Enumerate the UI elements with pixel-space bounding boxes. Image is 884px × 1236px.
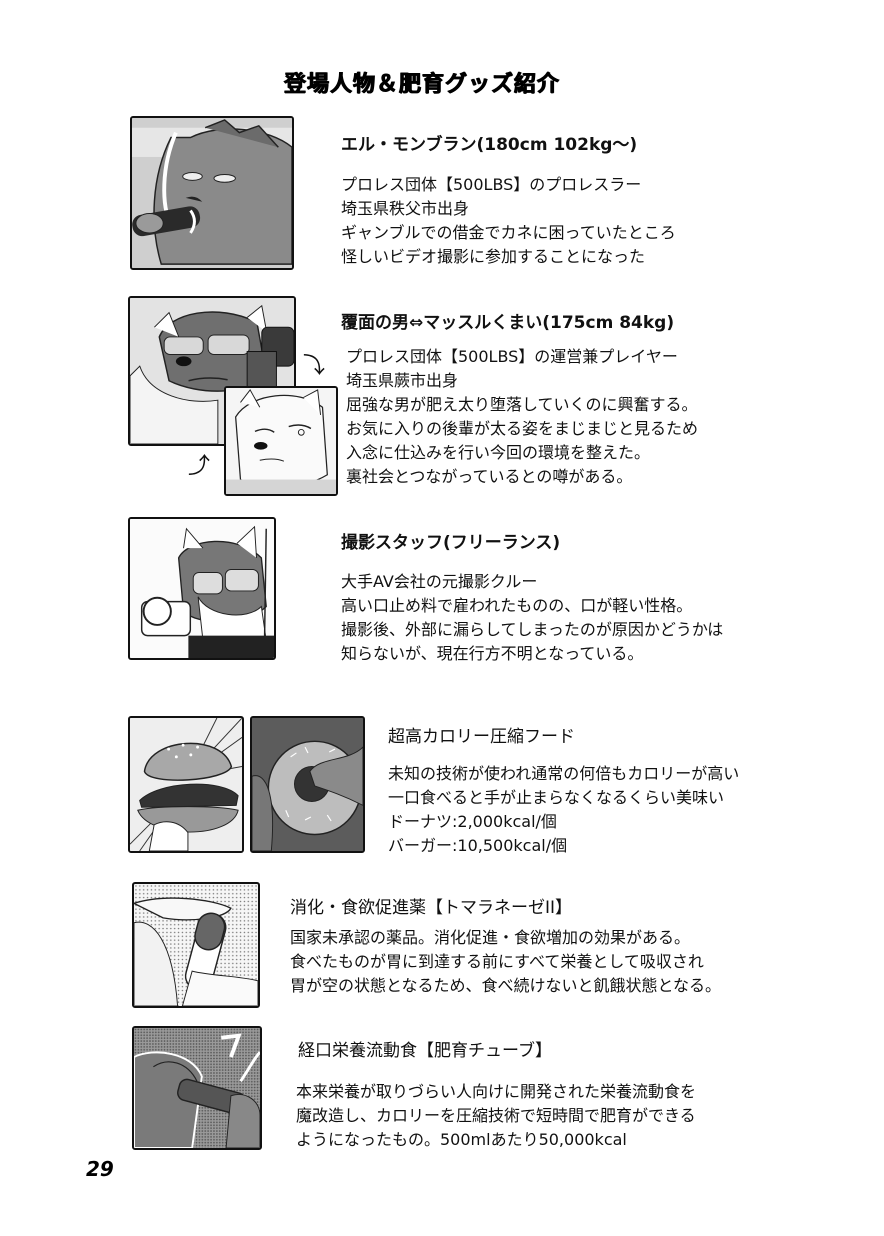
item-description: 国家未承認の薬品。消化促進・食欲増加の効果がある。 食べたものが胃に到達する前に… (290, 926, 721, 998)
capsule-pill-illustration (134, 884, 258, 1006)
description-line: ようになったもの。500mlあたり50,000kcal (296, 1130, 627, 1149)
description-line: 屈強な男が肥え太り堕落していくのに興奮する。 (346, 395, 698, 414)
item-image-donut (250, 716, 365, 853)
arrow-down-icon: ⤵ (303, 354, 326, 379)
item-image-pill (132, 882, 260, 1008)
description-line: 埼玉県蕨市出身 (346, 371, 459, 390)
description-line: 入念に仕込みを行い今回の環境を整えた。 (346, 443, 651, 462)
donut-illustration (252, 718, 363, 851)
description-line: 未知の技術が使われ通常の何倍もカロリーが高い (388, 764, 740, 783)
item-name: 超高カロリー圧縮フード (388, 727, 575, 747)
description-line: 魔改造し、カロリーを圧縮技術で短時間で肥育ができる (296, 1106, 696, 1125)
item-image-feeding-tube (132, 1026, 262, 1150)
description-line: 胃が空の状態となるため、食べ続けないと飢餓状態となる。 (290, 976, 722, 995)
description-line: ギャンブルでの借金でカネに困っていたところ (341, 223, 676, 242)
character-portrait-camera-staff (128, 517, 276, 660)
page-number: 29 (86, 1157, 114, 1181)
character-name: 撮影スタッフ(フリーランス) (341, 533, 561, 553)
burger-illustration (130, 718, 242, 851)
unmasked-wolf-illustration (226, 388, 336, 494)
description-line: 埼玉県秩父市出身 (341, 199, 470, 218)
description-line: 一口食べると手が止まらなくなるくらい美味い (388, 788, 725, 807)
feeding-tube-illustration (134, 1028, 260, 1148)
description-line: 知らないが、現在行方不明となっている。 (341, 644, 644, 663)
description-line: 本来栄養が取りづらい人向けに開発された栄養流動食を (296, 1082, 697, 1101)
description-line: バーガー:10,500kcal/個 (388, 836, 568, 855)
character-portrait-mont-blanc (130, 116, 294, 270)
description-line: 食べたものが胃に到達する前にすべて栄養として吸収され (290, 952, 704, 971)
description-line: 裏社会とつながっているとの噂がある。 (346, 467, 633, 486)
description-line: 撮影後、外部に漏らしてしまったのが原因かどうかは (341, 620, 724, 639)
arrow-up-icon: ⤴ (188, 454, 211, 479)
description-line: 怪しいビデオ撮影に参加することになった (341, 247, 646, 266)
camera-wolf-illustration (130, 519, 274, 658)
description-line: ドーナツ:2,000kcal/個 (388, 812, 557, 831)
description-line: プロレス団体【500LBS】の運営兼プレイヤー (346, 347, 678, 366)
page-title: 登場人物＆肥育グッズ紹介 (284, 72, 561, 97)
wolf-wrestler-illustration (132, 118, 292, 268)
description-line: 高い口止め料で雇われたものの、口が軽い性格。 (341, 596, 693, 615)
character-description: プロレス団体【500LBS】のプロレスラー 埼玉県秩父市出身 ギャンブルでの借金… (341, 173, 676, 269)
description-line: 国家未承認の薬品。消化促進・食欲増加の効果がある。 (290, 928, 691, 947)
item-name: 経口栄養流動食【肥育チューブ】 (298, 1041, 552, 1061)
description-line: プロレス団体【500LBS】のプロレスラー (341, 175, 642, 194)
character-name: 覆面の男⇔マッスルくまい(175cm 84kg) (341, 313, 675, 333)
item-name: 消化・食欲促進薬【トマラネーゼII】 (290, 898, 573, 918)
character-description: 大手AV会社の元撮影クルー 高い口止め料で雇われたものの、口が軽い性格。 撮影後… (341, 570, 723, 666)
description-line: お気に入りの後輩が太る姿をまじまじと見るため (346, 419, 699, 438)
item-description: 本来栄養が取りづらい人向けに開発された栄養流動食を 魔改造し、カロリーを圧縮技術… (296, 1080, 696, 1152)
character-portrait-muscle-kumai (224, 386, 338, 496)
character-name: エル・モンブラン(180cm 102kg〜) (341, 135, 638, 155)
character-description: プロレス団体【500LBS】の運営兼プレイヤー 埼玉県蕨市出身 屈強な男が肥え太… (346, 345, 698, 489)
character-portrait-masked-man (128, 296, 296, 446)
item-description: 未知の技術が使われ通常の何倍もカロリーが高い 一口食べると手が止まらなくなるくら… (388, 762, 739, 858)
item-image-burger (128, 716, 244, 853)
description-line: 大手AV会社の元撮影クルー (341, 572, 538, 591)
